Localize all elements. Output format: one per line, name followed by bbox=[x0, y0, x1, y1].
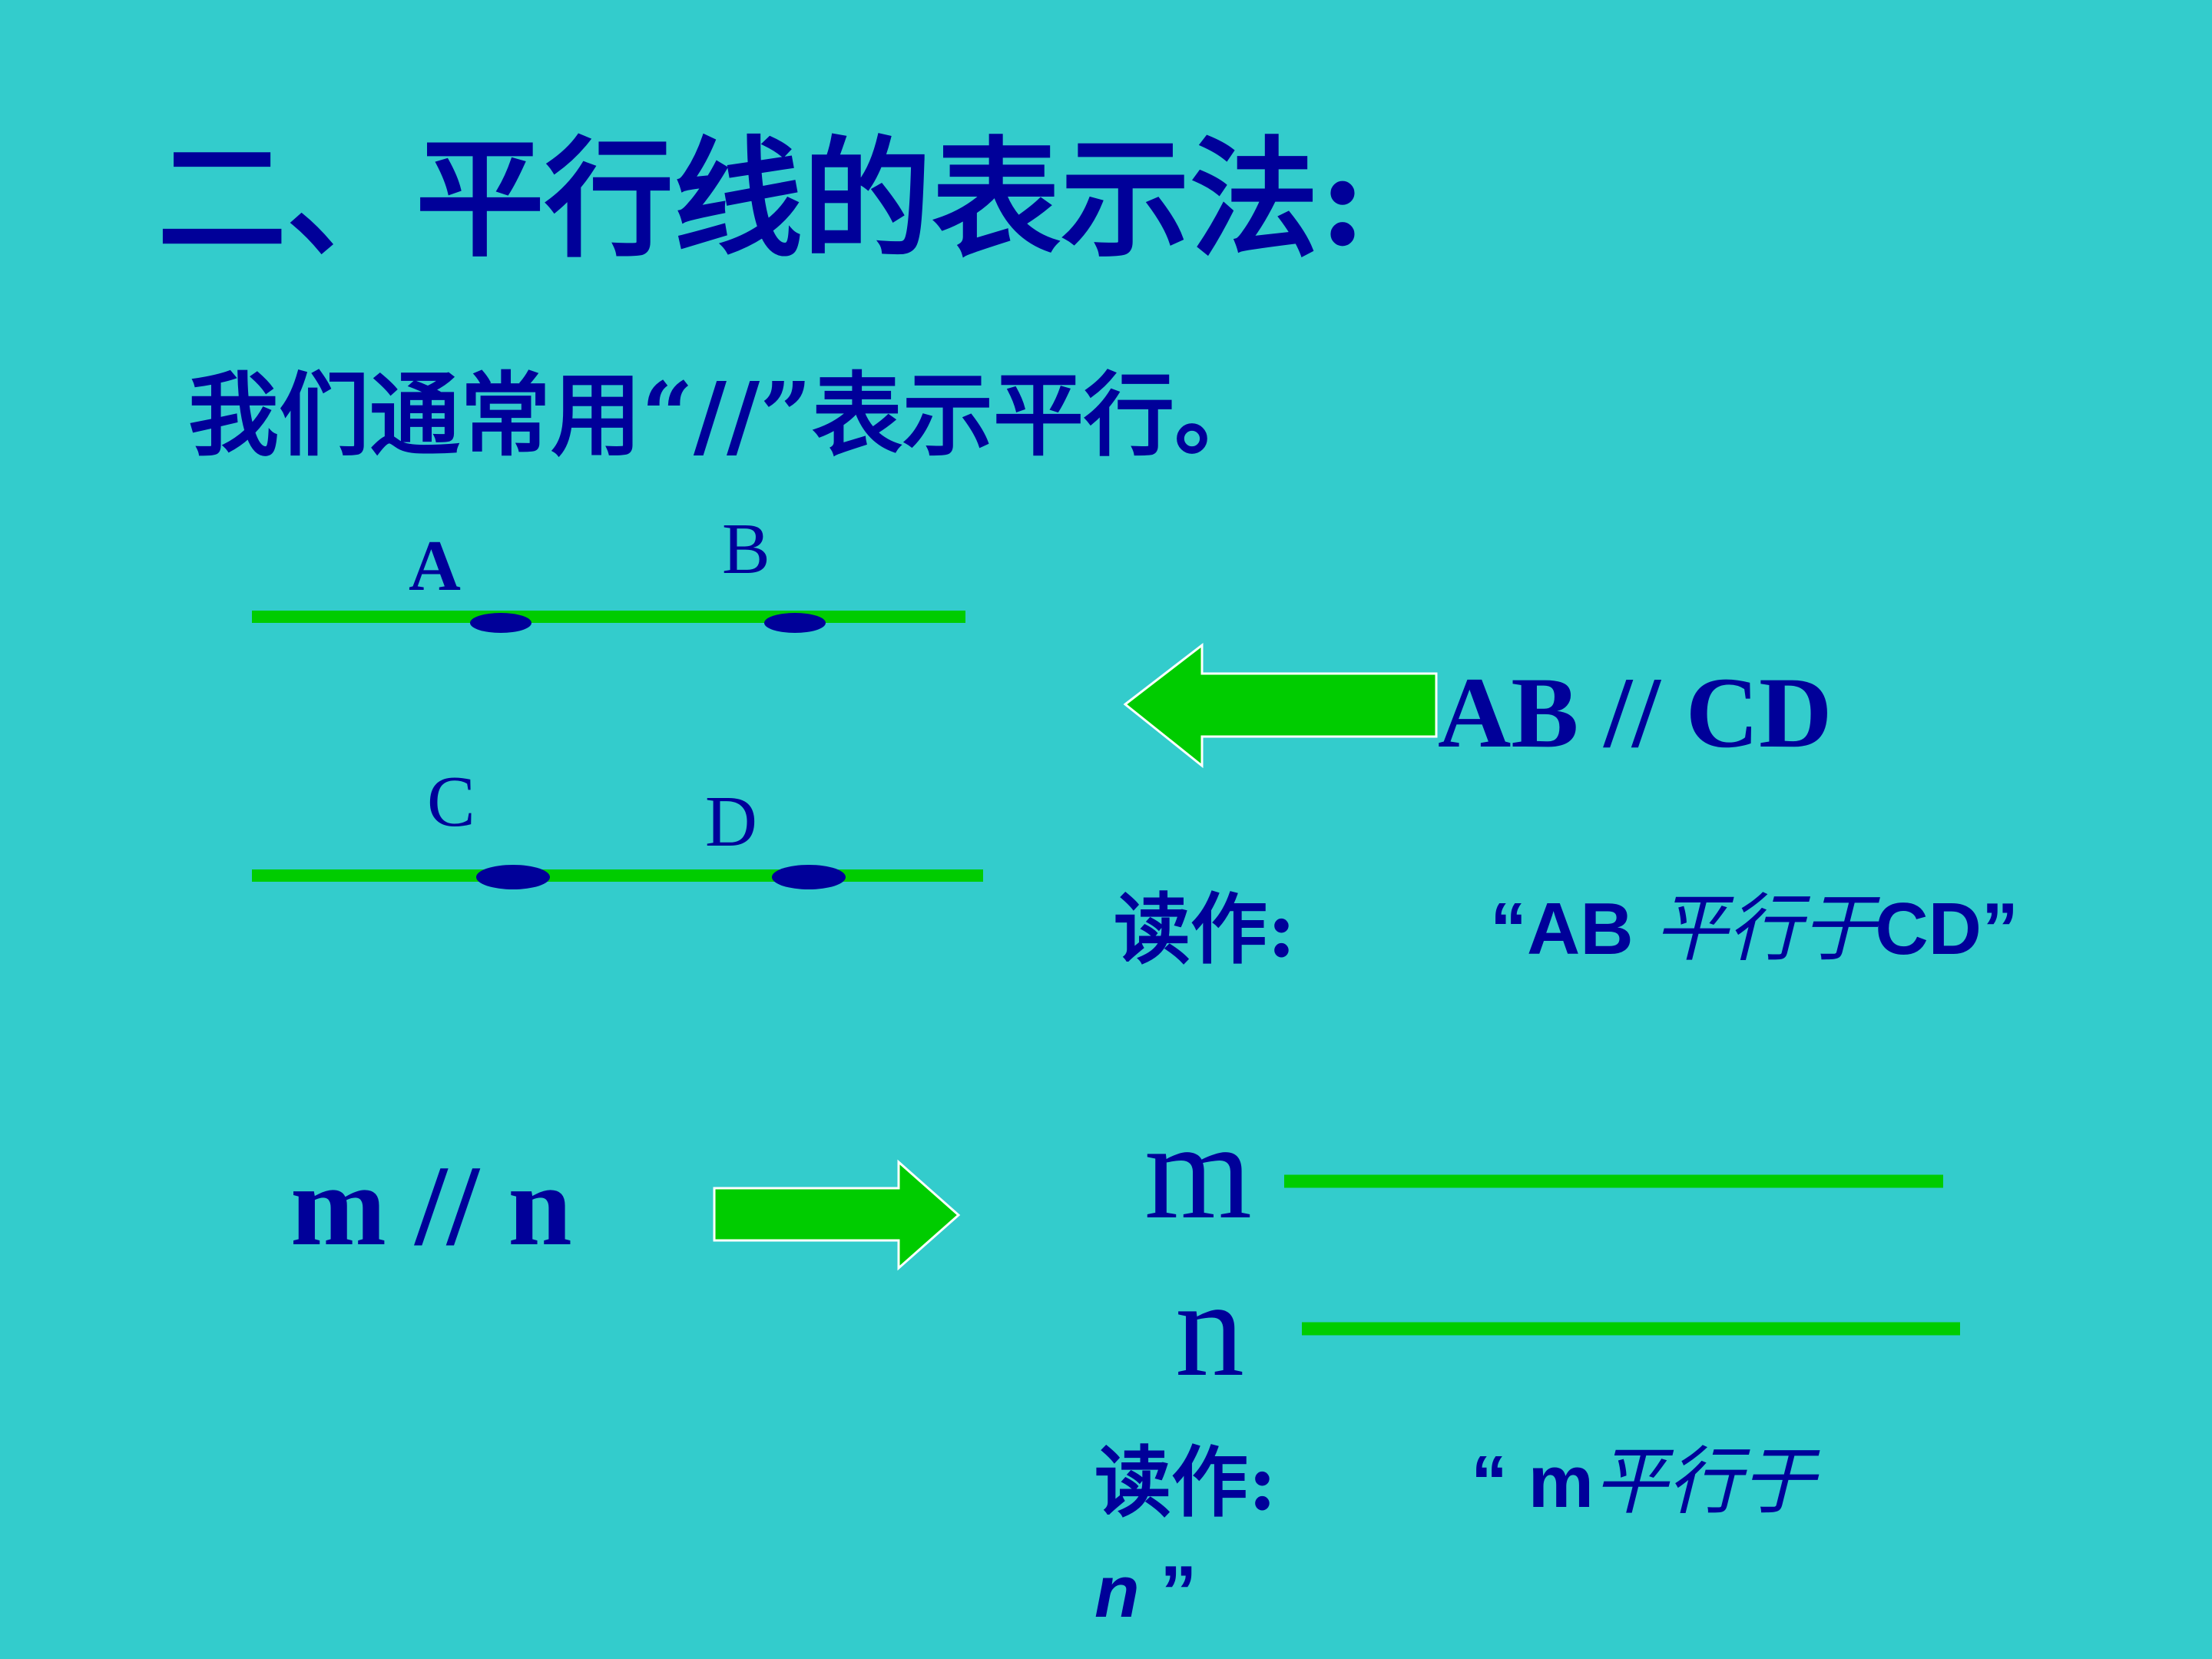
point-b-label: B bbox=[722, 509, 770, 589]
reading-2-close: ” bbox=[1139, 1551, 1197, 1633]
reading-1-open: “AB bbox=[1490, 888, 1654, 970]
reading-2-italic: 平行于 bbox=[1594, 1441, 1816, 1523]
point-b-dot bbox=[764, 613, 826, 633]
reading-2-continuation: n ” bbox=[1094, 1555, 1197, 1629]
point-c-dot bbox=[476, 865, 550, 889]
reading-1-close: CD” bbox=[1875, 888, 2018, 970]
reading-1-text: “AB 平行于CD” bbox=[1490, 892, 2018, 966]
left-arrow-icon bbox=[1123, 642, 1438, 769]
line-m-label: m bbox=[1144, 1094, 1253, 1247]
reading-2-text: “ m平行于 bbox=[1471, 1445, 1815, 1519]
point-a-label: A bbox=[409, 526, 461, 606]
point-d-dot bbox=[772, 865, 846, 889]
ab-parallel-cd-notation: AB // CD bbox=[1438, 656, 1833, 769]
slide-subtitle: 我们通常用“//”表示平行。 bbox=[188, 362, 1265, 469]
reading-1-prefix: 读作: bbox=[1114, 884, 1296, 975]
reading-2-open: “ bbox=[1471, 1441, 1528, 1523]
point-c-label: C bbox=[427, 762, 475, 842]
point-d-label: D bbox=[705, 782, 757, 862]
point-a-dot bbox=[470, 613, 531, 633]
m-parallel-n-notation: m // n bbox=[290, 1142, 572, 1270]
line-n-label: n bbox=[1175, 1252, 1244, 1405]
reading-2-m: m bbox=[1528, 1441, 1594, 1523]
slide-title: 二、平行线的表示法: bbox=[157, 123, 1367, 275]
reading-2-n: n bbox=[1094, 1551, 1140, 1633]
reading-2-prefix: 读作: bbox=[1094, 1437, 1277, 1528]
reading-1-italic: 平行于 bbox=[1654, 888, 1876, 970]
right-arrow-icon bbox=[713, 1159, 961, 1271]
